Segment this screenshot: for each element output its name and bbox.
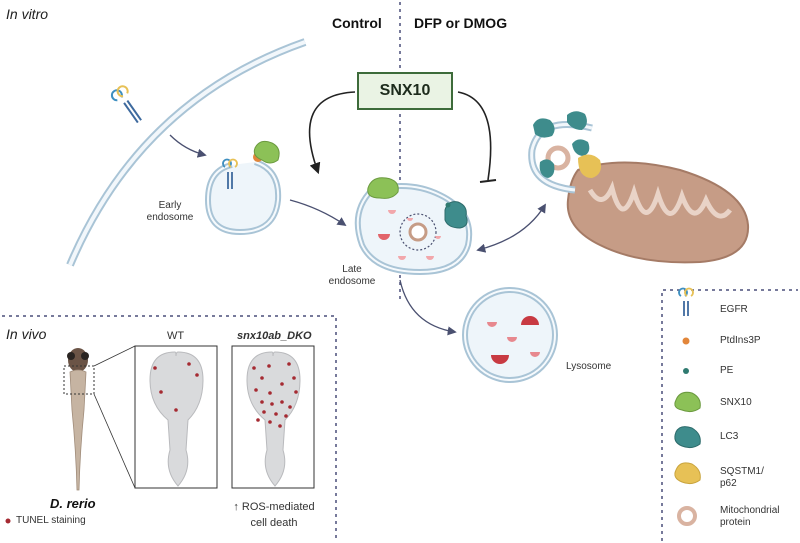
arrow-to-early-endosome xyxy=(169,134,207,158)
in-vivo-label: In vivo xyxy=(6,326,47,342)
legend-sqstm1-label: SQSTM1/ p62 xyxy=(720,466,764,489)
lysosome-label: Lysosome xyxy=(566,361,612,372)
egfr-on-membrane xyxy=(110,85,142,124)
arrow-early-to-late xyxy=(289,199,347,227)
phagophore xyxy=(528,111,601,194)
pe-icon xyxy=(683,368,689,374)
legend-lc3-label: LC3 xyxy=(720,431,739,442)
zebrafish-larva xyxy=(63,345,136,491)
ptdins3p-icon xyxy=(682,337,690,345)
dko-label: snx10ab_DKO xyxy=(237,330,312,342)
control-label: Control xyxy=(332,15,382,31)
lysosome xyxy=(462,287,558,383)
species-label: D. rerio xyxy=(50,496,96,511)
dko-brain-panel xyxy=(231,345,315,489)
outcome-label-line1: ↑ ROS-mediated xyxy=(233,501,315,513)
late-endosome-label: Late endosome xyxy=(322,264,382,288)
early-endosome-label-line1: Early xyxy=(158,200,182,211)
snx10-icon xyxy=(674,391,701,413)
wt-brain-panel xyxy=(134,345,218,489)
snx10-box-label: SNX10 xyxy=(379,82,431,99)
snx10-box: SNX10 xyxy=(357,72,453,110)
snx10-inhibit-arrow xyxy=(457,91,497,183)
lc3-icon xyxy=(674,426,701,449)
tunel-dot-icon xyxy=(5,518,11,524)
late-endosome-label-line2: endosome xyxy=(328,276,376,287)
legend-egfr-label: EGFR xyxy=(720,304,748,315)
plasma-membrane xyxy=(66,38,307,267)
late-endosome xyxy=(354,177,473,276)
legend-boundary xyxy=(661,289,798,541)
legend-ptdins3p-label: PtdIns3P xyxy=(720,335,761,346)
treatment-label: DFP or DMOG xyxy=(414,15,508,31)
early-endosome-label: Early endosome xyxy=(138,200,202,224)
mitochondrial-protein-icon xyxy=(677,506,697,526)
legend-mitochondrial-protein-label: Mitochondrial protein xyxy=(720,505,780,528)
in-vitro-label: In vitro xyxy=(6,6,49,22)
in-vivo-boundary xyxy=(2,315,337,541)
early-endosome-label-line2: endosome xyxy=(146,212,194,223)
late-endosome-label-line1: Late xyxy=(342,264,362,275)
snx10-promote-arrow xyxy=(308,91,356,175)
early-endosome xyxy=(204,140,282,236)
mitochondrion xyxy=(566,161,750,264)
wt-label: WT xyxy=(167,330,185,342)
tunel-label: TUNEL staining xyxy=(16,515,86,526)
egfr-icon xyxy=(678,287,694,316)
outcome-label: ↑ ROS-mediated cell death xyxy=(228,499,320,531)
sqstm1-icon xyxy=(674,462,701,485)
arrow-late-to-lysosome xyxy=(399,279,457,336)
arrow-late-mitophagy xyxy=(476,203,546,253)
legend-snx10-label: SNX10 xyxy=(720,397,752,408)
outcome-label-line2: cell death xyxy=(250,517,298,529)
legend-pe-label: PE xyxy=(720,365,734,376)
